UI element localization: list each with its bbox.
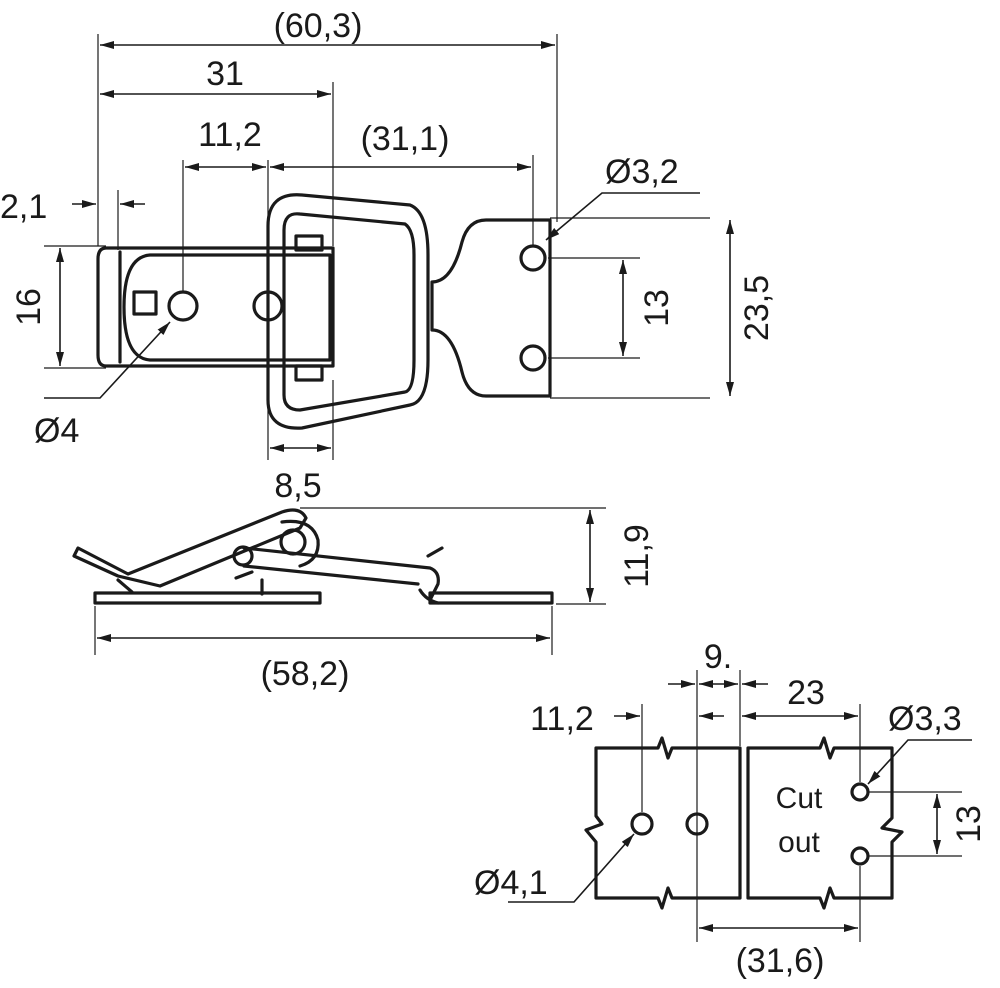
label-cutout-catch-hole-diameter: Ø3,3 bbox=[888, 700, 962, 738]
label-body-hole-diameter: Ø4 bbox=[34, 412, 79, 450]
cutout-left-panel bbox=[584, 736, 742, 910]
side-support bbox=[116, 570, 264, 596]
cutout-body-hole-left bbox=[630, 812, 654, 836]
lever-tongue bbox=[122, 253, 332, 362]
label-cutout-overall-length: (31,6) bbox=[736, 942, 825, 980]
label-hole-spacing: 11,2 bbox=[198, 116, 262, 154]
side-base-plate bbox=[93, 591, 322, 605]
label-pivot-offset: 8,5 bbox=[274, 467, 321, 505]
hinge-tab-bottom bbox=[294, 364, 324, 382]
wire-bail-inner bbox=[282, 212, 416, 412]
leader-cutout-catch-hole bbox=[867, 739, 972, 785]
label-body-width: 16 bbox=[10, 288, 48, 326]
label-catch-width: 23,5 bbox=[738, 275, 776, 341]
side-catch-plate bbox=[428, 591, 554, 605]
catch-plate bbox=[430, 218, 552, 398]
label-catch-hole-spacing: 13 bbox=[638, 289, 676, 327]
leader-body-hole bbox=[44, 321, 171, 399]
wire-bail-outer bbox=[266, 193, 430, 430]
square-slot bbox=[132, 290, 158, 316]
side-catch-hook bbox=[418, 546, 444, 605]
top-view: (60,3) 31 11,2 (31,1) 2,1 16 Ø4 8,5 Ø3,2… bbox=[0, 7, 776, 505]
label-cutout-hole-spacing: 11,2 bbox=[530, 700, 594, 738]
label-cutout-body-hole-diameter: Ø4,1 bbox=[474, 864, 548, 902]
label-cutout-catch-offset: 23 bbox=[787, 674, 825, 712]
side-bail-end bbox=[232, 545, 254, 567]
label-body-length: 31 bbox=[206, 55, 244, 93]
side-lever bbox=[72, 508, 308, 588]
label-bail-length: (31,1) bbox=[361, 120, 450, 158]
cutout-catch-hole-top bbox=[850, 782, 870, 802]
side-pivot bbox=[279, 528, 307, 556]
label-cutout-catch-spacing: 13 bbox=[950, 805, 988, 843]
catch-hole-bottom bbox=[519, 344, 547, 372]
label-cutout-text-1: Cut bbox=[776, 782, 823, 815]
leader-cutout-body-hole bbox=[508, 833, 635, 903]
cutout-right-panel bbox=[746, 736, 904, 910]
label-cutout-gap: 9. bbox=[704, 638, 732, 676]
body-hole-left bbox=[167, 290, 199, 322]
label-side-length: (58,2) bbox=[261, 655, 350, 693]
label-side-height: 11,9 bbox=[618, 524, 656, 588]
label-cutout-text-2: out bbox=[778, 826, 820, 859]
side-hinge-arc bbox=[280, 519, 320, 568]
cutout-view: 9. 23 11,2 Ø3,3 Cut out 13 Ø4,1 (31,6) bbox=[474, 638, 988, 980]
side-bail-wire bbox=[242, 546, 440, 602]
label-overall-length: (60,3) bbox=[274, 7, 363, 45]
base-plate bbox=[96, 246, 335, 368]
cutout-catch-hole-bottom bbox=[850, 846, 870, 866]
label-catch-hole-diameter: Ø3,2 bbox=[605, 153, 679, 191]
leader-catch-hole bbox=[545, 192, 700, 241]
hinge-tab-top bbox=[294, 234, 324, 252]
label-edge-offset: 2,1 bbox=[0, 188, 47, 226]
side-view: 11,9 (58,2) bbox=[72, 507, 656, 693]
